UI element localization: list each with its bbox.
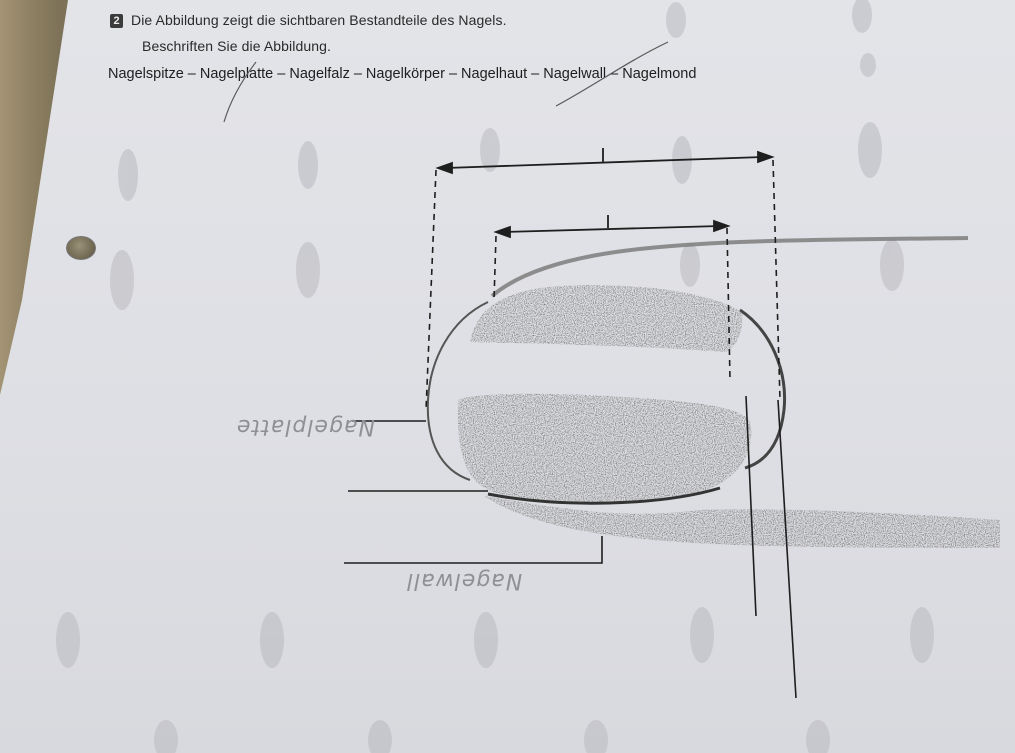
instruction-line-1: Die Abbildung zeigt die sichtbaren Besta…	[131, 12, 507, 28]
handwritten-answer-2: Nagelwall	[406, 568, 523, 593]
dimension-arrow-inner	[493, 215, 731, 239]
pencil-stroke	[223, 61, 257, 123]
instruction-line-2: Beschriften Sie die Abbildung.	[142, 38, 332, 54]
leader-line-5	[777, 399, 797, 699]
nail-body-area	[457, 393, 752, 504]
handwritten-answer-1: Nagelplatte	[236, 414, 375, 439]
pencil-stroke	[555, 41, 669, 107]
leader-line-3	[344, 536, 603, 564]
dimension-arrow-outer	[435, 148, 775, 175]
finger-skin-upper	[490, 236, 969, 298]
nail-fold-outline	[426, 301, 489, 481]
leader-line-4	[745, 395, 757, 617]
finger-skin-lower	[484, 496, 1000, 548]
dimension-extension-lines	[425, 159, 781, 411]
label-leader-lines	[344, 395, 797, 699]
nail-upper-area	[470, 285, 743, 352]
nail-edge	[487, 486, 721, 505]
nail-wall-outline	[739, 308, 787, 470]
word-bank: Nagelspitze – Nagelplatte – Nagelfalz – …	[108, 66, 697, 82]
task-number-badge: 2	[110, 14, 123, 28]
punch-hole	[66, 236, 96, 260]
